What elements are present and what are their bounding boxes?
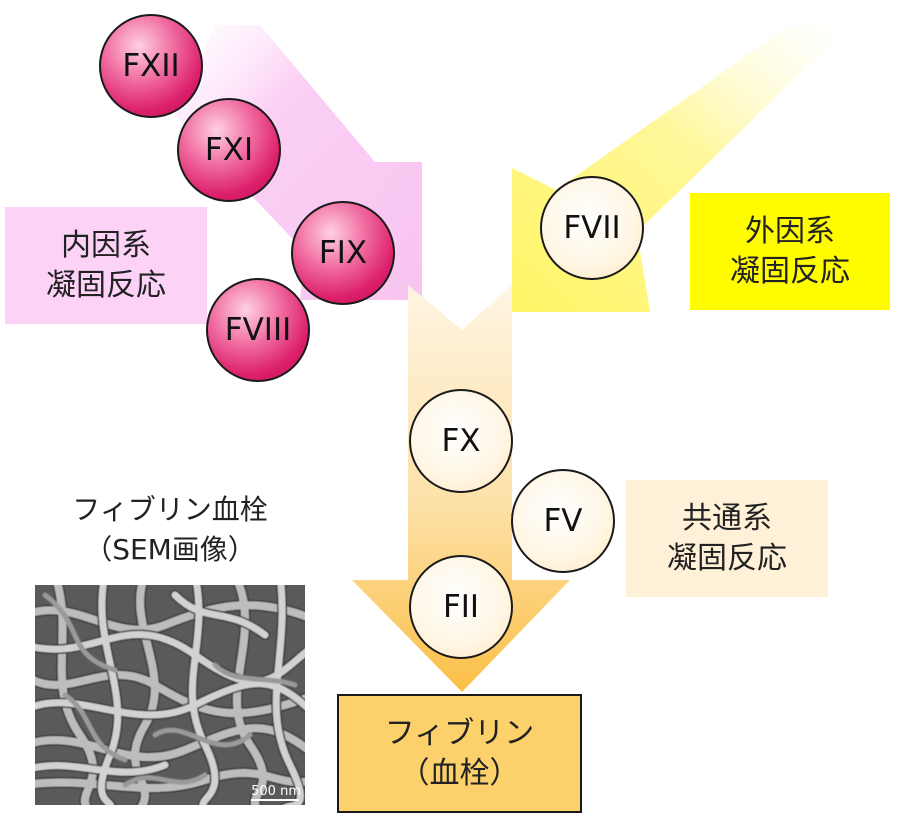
sem-title-line1: フィブリン血栓 xyxy=(72,493,268,526)
factor-fv: FV xyxy=(511,469,615,573)
factor-fxi: FXI xyxy=(177,98,281,202)
extrinsic-pathway-label: 外因系 凝固反応 xyxy=(690,193,890,310)
factor-fxii-label: FXII xyxy=(122,48,180,84)
common-label-line1: 共通系 xyxy=(682,500,772,536)
fibrin-result-line2: （血栓） xyxy=(399,755,520,791)
sem-image-title: フィブリン血栓 （SEM画像） xyxy=(20,490,320,570)
factor-fxii: FXII xyxy=(99,14,203,118)
sem-scale-label: 500 nm xyxy=(251,784,301,799)
factor-fxi-label: FXI xyxy=(204,132,254,168)
factor-fx-label: FX xyxy=(441,423,481,459)
fibrin-sem-image: 500 nm xyxy=(35,585,305,805)
extrinsic-label-line1: 外因系 xyxy=(745,213,835,249)
factor-fvii: FVII xyxy=(540,176,644,280)
factor-fix: FIX xyxy=(291,201,395,305)
sem-scale-bar xyxy=(251,799,299,801)
factor-fii: FII xyxy=(409,555,513,659)
intrinsic-label-line2: 凝固反応 xyxy=(46,267,166,303)
factor-fii-label: FII xyxy=(442,589,480,625)
intrinsic-pathway-label: 内因系 凝固反応 xyxy=(5,207,207,324)
intrinsic-label-line1: 内因系 xyxy=(61,227,151,263)
factor-fviii-label: FVIII xyxy=(224,312,292,348)
extrinsic-label-line2: 凝固反応 xyxy=(730,253,850,289)
sem-title-line2: （SEM画像） xyxy=(84,533,256,566)
fibrin-result-line1: フィブリン xyxy=(384,715,535,751)
factor-fx: FX xyxy=(409,389,513,493)
sem-fiber-texture xyxy=(35,585,305,805)
common-label-line2: 凝固反応 xyxy=(667,540,787,576)
factor-fvii-label: FVII xyxy=(563,210,621,246)
factor-fviii: FVIII xyxy=(206,278,310,382)
common-pathway-label: 共通系 凝固反応 xyxy=(626,480,828,597)
factor-fix-label: FIX xyxy=(318,235,368,271)
factor-fv-label: FV xyxy=(543,503,583,539)
fibrin-result-box: フィブリン （血栓） xyxy=(337,694,582,813)
